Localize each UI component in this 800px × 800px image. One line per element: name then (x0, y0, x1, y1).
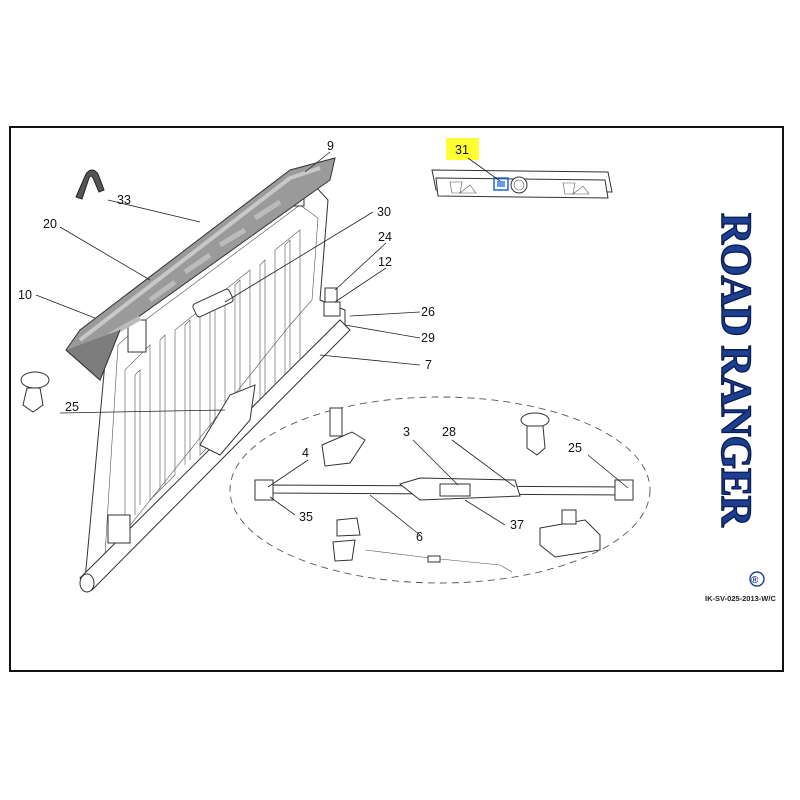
label-6: 6 (416, 530, 423, 544)
label-9: 9 (327, 139, 334, 153)
logo-text: ROAD RANGER (712, 213, 759, 528)
label-31: 31 (455, 143, 469, 157)
rear-window-assembly (79, 174, 351, 593)
latch-assembly (254, 407, 634, 573)
strut-bumper-25-left (20, 371, 50, 413)
road-ranger-logo: ROAD RANGER ® (711, 212, 765, 587)
label-25-right: 25 (568, 441, 582, 455)
label-3: 3 (403, 425, 410, 439)
label-29: 29 (421, 331, 435, 345)
third-brake-light-31 (431, 169, 613, 199)
highlight-marker (446, 138, 479, 160)
label-28: 28 (442, 425, 456, 439)
label-24: 24 (378, 230, 392, 244)
spoiler (65, 157, 336, 381)
label-25-left: 25 (65, 400, 79, 414)
label-4: 4 (302, 446, 309, 460)
callout-labels: 9 31 33 20 30 24 12 10 26 29 7 25 4 3 28… (18, 139, 582, 544)
label-26: 26 (421, 305, 435, 319)
label-10: 10 (18, 288, 32, 302)
seal-part-33 (75, 169, 105, 200)
registered-mark: ® (751, 575, 759, 586)
label-35: 35 (299, 510, 313, 524)
selected-connector (493, 177, 509, 191)
label-30: 30 (377, 205, 391, 219)
label-12: 12 (378, 255, 392, 269)
detail-callout-ellipse (229, 396, 651, 584)
label-37: 37 (510, 518, 524, 532)
drawing-code: IK-SV-025-2013-W/C (705, 594, 776, 603)
leader-lines (35, 151, 629, 536)
label-20: 20 (43, 217, 57, 231)
label-7: 7 (425, 358, 432, 372)
diagram-frame (9, 126, 784, 672)
label-33: 33 (117, 193, 131, 207)
